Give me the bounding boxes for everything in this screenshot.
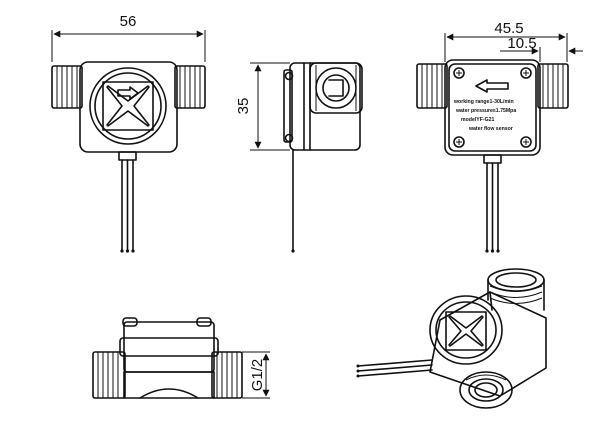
label-plate: working range1-30L/min water pressure≤1.…	[453, 99, 516, 132]
back-width-dimension: 45.5	[444, 20, 568, 62]
back-wires	[483, 154, 502, 253]
width-dimension: 56	[51, 13, 206, 62]
bottom-view: G1/2	[92, 317, 270, 399]
iso-bottom-thread	[459, 371, 513, 409]
bottom-left-thread	[92, 351, 126, 399]
flow-direction-arrow	[475, 79, 509, 93]
dim-thread-label: G1/2	[249, 359, 266, 392]
front-view: 56	[51, 13, 206, 253]
label-line-2: water pressure≤1.75Mpa	[455, 108, 516, 114]
right-thread	[174, 65, 206, 109]
mount-tab-left	[122, 317, 138, 327]
label-line-4: water flow sensor	[468, 126, 513, 132]
dim-height-label: 35	[235, 98, 252, 115]
height-dimension: 35	[235, 62, 290, 151]
side-body	[289, 62, 361, 151]
wires	[118, 151, 137, 253]
bottom-right-thread	[211, 351, 243, 399]
round-cap	[89, 67, 167, 145]
dim-offset-label: 10.5	[507, 35, 536, 52]
mounting-screws	[453, 67, 532, 148]
label-line-3: modelYF-G21	[461, 117, 495, 123]
back-right-thread	[537, 63, 569, 109]
isometric-view	[356, 268, 547, 409]
back-view: 45.5 10.5	[416, 20, 583, 253]
iso-cap	[429, 295, 503, 365]
thread-dimension: G1/2	[242, 351, 270, 399]
x-emblem	[102, 81, 154, 131]
iso-x-emblem	[445, 311, 487, 351]
left-thread	[51, 65, 83, 109]
pipe-end	[309, 62, 363, 114]
dim-width-label: 56	[120, 13, 137, 30]
side-view: 35	[235, 62, 363, 253]
offset-dimension: 10.5	[500, 35, 583, 62]
back-left-thread	[416, 63, 448, 109]
iso-wires	[356, 359, 433, 378]
bottom-body	[123, 321, 215, 373]
label-line-1: working range1-30L/min	[453, 99, 514, 105]
mount-tab-right	[196, 317, 212, 327]
dim-back-width-label: 45.5	[494, 20, 523, 37]
